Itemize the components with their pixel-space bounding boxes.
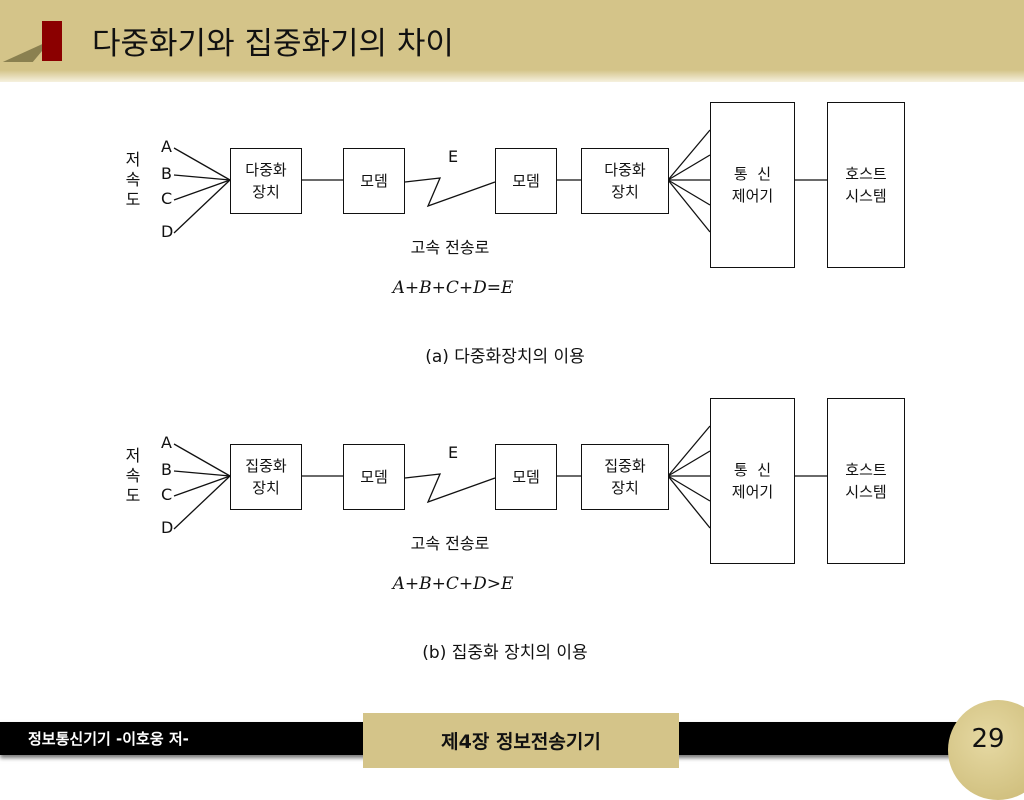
multiplexer-modem-left: 모뎀: [343, 148, 405, 214]
concentrator-input-line: [173, 475, 231, 530]
multiplexer-line-label: 고속 전송로: [410, 238, 490, 257]
concentrator-modem-right: 모뎀: [495, 444, 557, 510]
concentrator-input-label: B: [161, 460, 172, 479]
multiplexer-link-label: E: [448, 147, 459, 166]
concentrator-caption: (b) 집중화 장치의 이용: [422, 643, 588, 663]
multiplexer-input-line: [173, 179, 231, 234]
multiplexer-input-line: [173, 179, 231, 201]
header-square-bullet-icon: [42, 21, 62, 61]
page-number: 29: [971, 724, 1005, 754]
concentrator-input-label: D: [161, 518, 174, 537]
multiplexer-device-box: 다중화 장치: [230, 148, 302, 214]
concentrator-input-label: C: [161, 485, 173, 504]
multiplexer-caption: (a) 다중화장치의 이용: [425, 347, 585, 367]
concentrator-zigzag-link: [404, 473, 496, 504]
concentrator-host-box: 호스트 시스템: [827, 398, 905, 564]
multiplexer-device-right-box: 다중화 장치: [581, 148, 669, 214]
chapter-label: 제4장 정보전송기기: [441, 731, 601, 753]
concentrator-line-label: 고속 전송로: [410, 534, 490, 553]
concentrator-formula: A+B+C+D>E: [392, 574, 514, 594]
connection-lines: [173, 129, 827, 530]
multiplexer-fan-line: [667, 154, 711, 181]
multiplexer-host-box: 호스트 시스템: [827, 102, 905, 268]
concentrator-fan-line: [667, 425, 711, 477]
multiplexer-zigzag-link: [404, 177, 496, 208]
multiplexer-low-speed-label: 저속도: [125, 150, 141, 209]
footer-book-title: 정보통신기기 -이호웅 저-: [28, 730, 189, 748]
multiplexer-fan-line: [667, 179, 711, 233]
multiplexer-input-label: C: [161, 189, 173, 208]
multiplexer-fan-line: [667, 129, 711, 181]
concentrator-input-line: [173, 475, 231, 497]
multiplexer-input-line: [173, 147, 231, 181]
multiplexer-input-label: A: [161, 137, 172, 156]
concentrator-device-box: 집중화 장치: [230, 444, 302, 510]
concentrator-device-right-box: 집중화 장치: [581, 444, 669, 510]
multiplexer-fan-line: [667, 179, 711, 206]
multiplexer-modem-right: 모뎀: [495, 148, 557, 214]
concentrator-controller-box: 통 신 제어기: [710, 398, 795, 564]
concentrator-fan-line: [667, 475, 711, 529]
concentrator-fan-line: [667, 475, 711, 502]
concentrator-input-line: [173, 470, 231, 477]
concentrator-fan-line: [667, 450, 711, 477]
concentrator-input-line: [173, 443, 231, 477]
concentrator-low-speed-label: 저속도: [125, 446, 141, 505]
multiplexer-input-line: [173, 174, 231, 181]
concentrator-input-label: A: [161, 433, 172, 452]
slide-header: 다중화기와 집중화기의 차이: [0, 0, 1024, 82]
multiplexer-controller-box: 통 신 제어기: [710, 102, 795, 268]
concentrator-link-label: E: [448, 443, 459, 462]
slide-title: 다중화기와 집중화기의 차이: [92, 26, 454, 62]
multiplexer-input-label: B: [161, 164, 172, 183]
footer-chapter-tab: 제4장 정보전송기기: [363, 713, 679, 768]
multiplexer-formula: A+B+C+D=E: [392, 278, 514, 298]
multiplexer-input-label: D: [161, 222, 174, 241]
concentrator-modem-left: 모뎀: [343, 444, 405, 510]
